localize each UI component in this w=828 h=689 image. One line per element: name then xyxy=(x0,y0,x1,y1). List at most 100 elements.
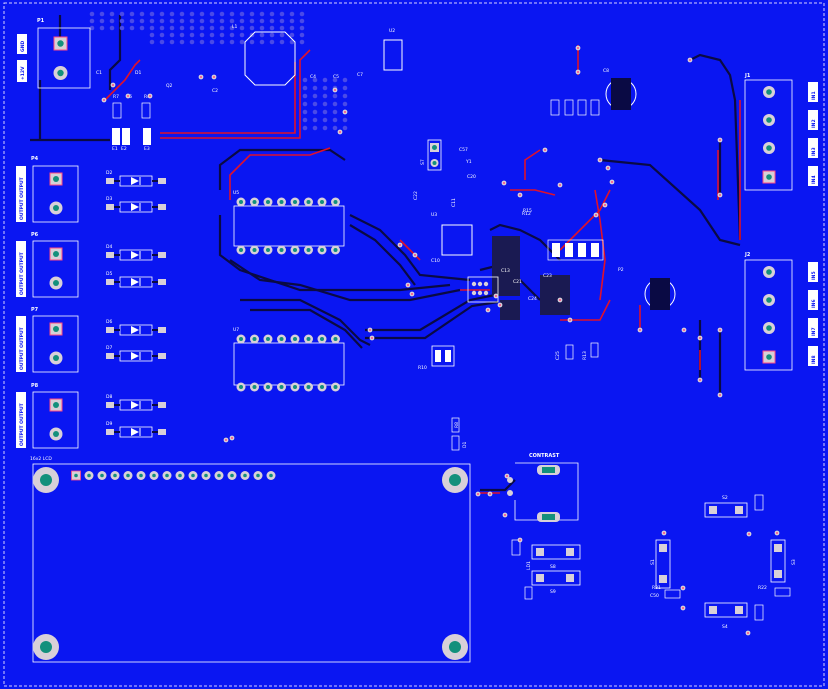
header-pad xyxy=(299,25,305,31)
header-pad xyxy=(169,25,175,31)
header-pad xyxy=(332,93,338,99)
header-pad xyxy=(219,18,225,24)
header-pad xyxy=(302,93,308,99)
header-pad xyxy=(109,18,115,24)
ic-u7: U7 xyxy=(233,327,345,392)
resistor-r12-ref: C23 xyxy=(543,273,552,279)
switch-s7-ref: S7 xyxy=(420,159,426,165)
header-pad xyxy=(259,18,265,24)
header-pad xyxy=(99,25,105,31)
header-pad xyxy=(99,18,105,24)
header-pad xyxy=(322,109,328,115)
diode-ref: D7 xyxy=(106,345,112,351)
switch-s1: S1 xyxy=(650,539,671,589)
header-pad xyxy=(149,11,155,17)
power-connector-ref: P1 xyxy=(37,18,45,24)
output-connector-p7: P7 OUTPUT OUTPUT xyxy=(16,307,79,373)
header-pad xyxy=(302,109,308,115)
resistor-r16-ref: R13 xyxy=(582,351,588,360)
header-pad xyxy=(219,39,225,45)
output-p4-ref: P4 xyxy=(31,156,39,162)
part-e2-ref: E2 xyxy=(121,146,127,152)
header-pad xyxy=(119,25,125,31)
header-pad xyxy=(259,39,265,45)
header-pad xyxy=(259,25,265,31)
switch-s9: S9 xyxy=(531,570,581,595)
output-connector-p4: P4 OUTPUT OUTPUT xyxy=(16,156,79,223)
cap-c50-ref: C50 xyxy=(650,593,659,599)
header-pad xyxy=(342,125,348,131)
inductor-ref: L1 xyxy=(232,24,238,30)
header-pad xyxy=(259,32,265,38)
ic-u7-ref: U7 xyxy=(233,327,239,333)
header-pad xyxy=(299,39,305,45)
header-pad xyxy=(209,18,215,24)
header-pad xyxy=(289,11,295,17)
power-label-box-12v xyxy=(17,60,27,82)
switch-s2-ref: S2 xyxy=(722,495,728,501)
led-ld1-ref: LD1 xyxy=(526,561,532,570)
header-pad xyxy=(302,77,308,83)
output-connector-p6: P6 OUTPUT OUTPUT xyxy=(16,232,79,298)
lcd-label: 16x2 LCD xyxy=(30,456,52,462)
header-pad xyxy=(302,85,308,91)
diode-ref: D9 xyxy=(106,421,112,427)
header-pad xyxy=(279,39,285,45)
input-connector-j1: J1 IN1 IN2 IN3 IN4 xyxy=(744,73,818,191)
input-j2-pin2-label: IN6 xyxy=(811,299,817,308)
header-pad xyxy=(332,125,338,131)
switch-s1-ref: S1 xyxy=(650,559,656,565)
header-pad xyxy=(322,101,328,107)
resistor-r10-ref: R12 xyxy=(522,211,531,217)
part-e3-ref: E3 xyxy=(144,146,150,152)
output-connector-p8: P8 OUTPUT OUTPUT xyxy=(16,383,79,449)
header-pad xyxy=(89,25,95,31)
switch-s3-ref: S3 xyxy=(791,559,797,565)
header-pad xyxy=(159,25,165,31)
cap-c20-ref: C20 xyxy=(467,174,476,180)
output-p6-label: OUTPUT OUTPUT xyxy=(19,251,25,295)
header-pad xyxy=(199,18,205,24)
header-pad xyxy=(312,117,318,123)
header-pad xyxy=(219,25,225,31)
header-pad xyxy=(299,32,305,38)
header-pad xyxy=(189,11,195,17)
part-e1-ref: E1 xyxy=(112,146,118,152)
input-connector-j2: J2 IN5 IN6 IN7 IN8 xyxy=(744,252,818,371)
header-pad xyxy=(159,39,165,45)
transistor-q2-ref: Q2 xyxy=(166,83,173,89)
header-pad xyxy=(289,32,295,38)
header-pad xyxy=(169,18,175,24)
header-pad xyxy=(322,125,328,131)
header-pad xyxy=(169,11,175,17)
header-pad xyxy=(279,25,285,31)
header-pad xyxy=(129,25,135,31)
input-j2-pin4-label: IN8 xyxy=(811,355,817,364)
header-pad xyxy=(149,25,155,31)
cap-c10-ref: C10 xyxy=(431,258,440,264)
header-pad xyxy=(189,25,195,31)
connector-p2-ref: R15 xyxy=(523,208,532,214)
header-pad xyxy=(312,77,318,83)
input-j1-pin2-label: IN2 xyxy=(811,119,817,128)
header-pad xyxy=(249,18,255,24)
resistor-r4-ref: R4 xyxy=(144,94,150,100)
diode: D3 xyxy=(106,196,166,213)
switch-s4-ref: S4 xyxy=(722,624,728,630)
header-pad xyxy=(119,11,125,17)
resistor-r22-ref: R22 xyxy=(758,585,767,591)
cap-c2-ref: C2 xyxy=(212,88,218,94)
header-pad xyxy=(109,11,115,17)
input-j1-pin4-label: IN4 xyxy=(811,175,817,184)
resistor-r7-ref: R7 xyxy=(113,94,119,100)
header-pad xyxy=(159,32,165,38)
header-pad xyxy=(259,11,265,17)
output-p4-label: OUTPUT OUTPUT xyxy=(19,176,25,220)
header-pad xyxy=(322,77,328,83)
header-pad xyxy=(322,117,328,123)
lcd-module: 16x2 LCD xyxy=(30,456,471,663)
diode-ref: D4 xyxy=(106,244,112,250)
header-pad xyxy=(342,117,348,123)
lcd-header-pins xyxy=(71,470,276,481)
switch-s2: S2 xyxy=(704,495,748,518)
